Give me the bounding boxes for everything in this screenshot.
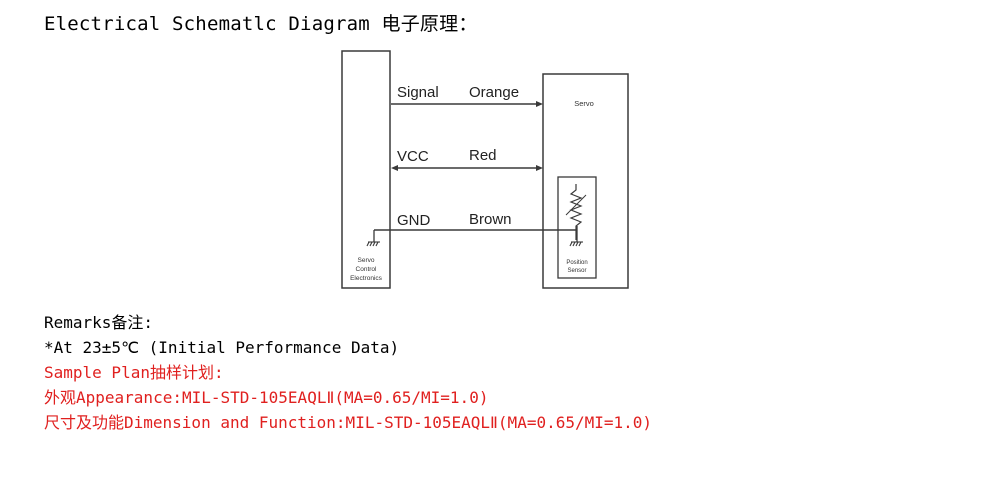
gnd-wire-name: GND xyxy=(397,212,431,229)
servo-block-title: Servo xyxy=(574,99,594,108)
left-block-label-line-1: Servo xyxy=(358,257,375,264)
servo-control-electronics-block xyxy=(341,50,391,289)
ground-symbol-right-icon xyxy=(569,241,583,247)
left-block-label-line-2: Control xyxy=(356,266,378,273)
sensor-label-line-1: Position xyxy=(566,260,587,266)
sensor-label-line-2: Sensor xyxy=(567,268,586,274)
signal-wire-color: Orange xyxy=(469,84,519,101)
position-sensor-box xyxy=(557,176,597,279)
signal-wire-name: Signal xyxy=(397,84,439,101)
vcc-wire-arrowhead-right xyxy=(536,165,543,171)
remarks-title: Remarks备注: xyxy=(44,313,154,332)
vcc-wire-color: Red xyxy=(469,147,497,164)
dimension-function-aql: 尺寸及功能Dimension and Function:MIL-STD-105E… xyxy=(44,413,653,432)
signal-wire-arrowhead xyxy=(536,101,543,107)
sample-plan-title: Sample Plan抽样计划: xyxy=(44,363,224,382)
wiper-arrow-line xyxy=(565,194,587,216)
remarks-section: Remarks备注: *At 23±5℃ (Initial Performanc… xyxy=(44,310,652,435)
page-heading: Electrical Schematlc Diagram 电子原理： xyxy=(44,13,478,35)
left-block-label-line-3: Electronics xyxy=(350,275,383,282)
ground-symbol-left-icon xyxy=(366,241,380,247)
servo-block xyxy=(542,73,629,289)
remarks-condition: *At 23±5℃ (Initial Performance Data) xyxy=(44,338,400,357)
appearance-aql: 外观Appearance:MIL-STD-105EAQLⅡ(MA=0.65/MI… xyxy=(44,388,489,407)
vcc-wire-name: VCC xyxy=(397,148,429,165)
potentiometer-resistor-icon xyxy=(569,184,583,240)
gnd-wire-color: Brown xyxy=(469,211,512,228)
vcc-wire-arrowhead-left xyxy=(391,165,398,171)
